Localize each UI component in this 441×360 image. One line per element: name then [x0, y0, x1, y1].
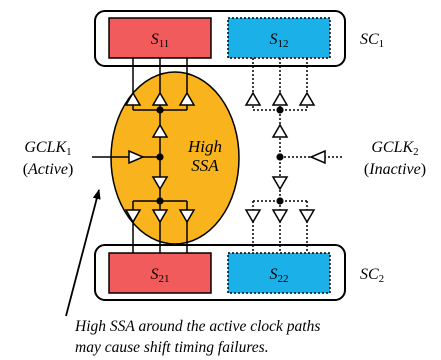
active-buffer-top-2: [178, 91, 196, 106]
inactive-junction-hub: [276, 153, 284, 161]
gclk1-state: (Active): [23, 161, 74, 178]
inactive-buffer-top-0: [244, 91, 262, 106]
region-label-line1: High: [187, 137, 222, 156]
cell-s21-label: S21: [151, 266, 170, 285]
cell-s11-label: S11: [151, 31, 170, 50]
scan-chain-1-label: SC1: [360, 31, 384, 50]
active-buffer-bottom-0: [124, 209, 142, 224]
gclk2-label: GCLK2: [371, 139, 418, 158]
active-junction-top: [156, 106, 164, 114]
caption-line2: may cause shift timing failures.: [75, 339, 269, 356]
inactive-junction-bottom: [276, 197, 284, 205]
inactive-buffer-mid-down: [271, 176, 289, 191]
gclk1-label: GCLK1: [24, 139, 71, 158]
active-buffer-top-1: [151, 91, 169, 106]
callout-arrow: [65, 189, 101, 317]
active-buffer-top-0: [124, 91, 142, 106]
inactive-buffer-bottom-1: [271, 209, 289, 224]
active-driver-buffer: [128, 149, 145, 165]
cell-s12-label: S12: [270, 31, 289, 50]
active-buffer-mid-down: [151, 176, 169, 191]
inactive-buffer-top-2: [298, 91, 316, 106]
inactive-buffer-bottom-0: [244, 209, 262, 224]
active-clock-network: [92, 58, 196, 253]
cell-s22-label: S22: [270, 266, 289, 285]
inactive-clock-network: [244, 58, 342, 253]
scan-chain-2-label: SC2: [360, 266, 384, 285]
active-buffer-bottom-1: [151, 209, 169, 224]
inactive-buffer-top-1: [271, 91, 289, 106]
region-label-line2: SSA: [191, 156, 219, 175]
cell-s11: [108, 17, 212, 59]
inactive-buffer-mid-up: [271, 123, 289, 138]
caption-line1: High SSA around the active clock paths: [74, 318, 320, 335]
cell-s12: [227, 17, 331, 59]
cell-s21: [108, 252, 212, 294]
cell-s22: [227, 252, 331, 294]
gclk2-state: (Inactive): [364, 161, 426, 178]
inactive-driver-buffer: [309, 149, 326, 165]
active-buffer-mid-up: [151, 123, 169, 138]
active-buffer-bottom-2: [178, 209, 196, 224]
inactive-junction-top: [276, 106, 284, 114]
active-junction-bottom: [156, 197, 164, 205]
active-junction-hub: [156, 153, 164, 161]
inactive-buffer-bottom-2: [298, 209, 316, 224]
